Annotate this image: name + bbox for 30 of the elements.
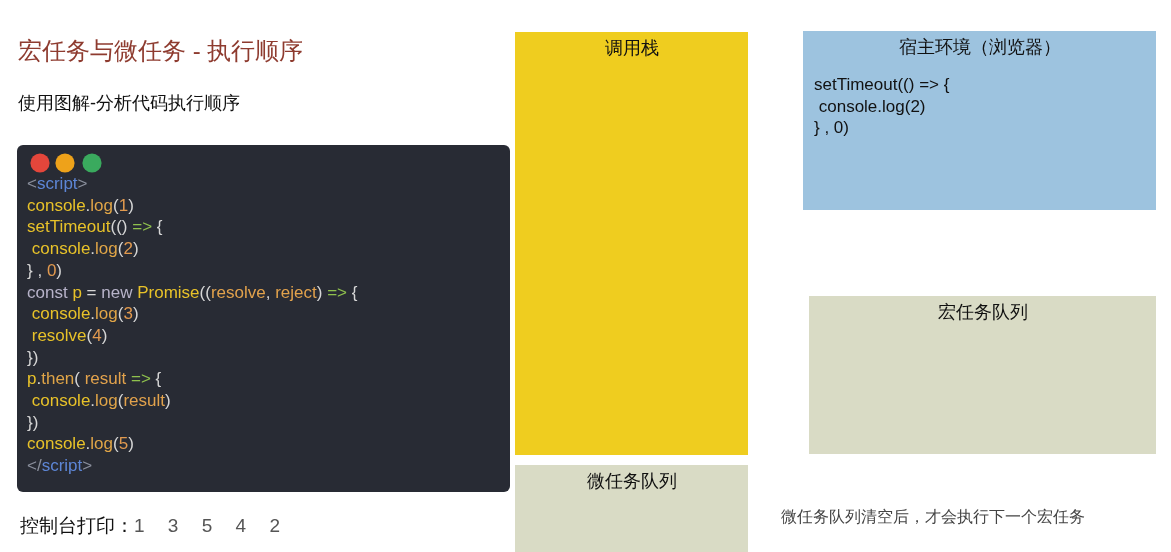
code-line: console.log(1)	[27, 194, 134, 217]
code-window	[17, 145, 510, 492]
code-line: const p = new Promise((resolve, reject) => {	[27, 281, 358, 304]
code-line: })	[27, 346, 39, 369]
code-line: setTimeout(() => {	[27, 216, 163, 239]
code-line: setTimeout(() => {	[814, 74, 950, 96]
note: 微任务队列清空后，才会执行下一个宏任务	[781, 507, 1085, 527]
code-line: </script>	[27, 455, 93, 477]
code-line: resolve(4)	[30, 324, 108, 347]
panel-title: 宏任务队列	[937, 301, 1028, 324]
panel-title: 调用栈	[604, 37, 659, 60]
code-line: console.log(2)	[817, 95, 926, 118]
code-line: } , 0)	[27, 259, 63, 282]
code-line: console.log(2)	[30, 238, 139, 260]
console-output-text: 控制台打印：1 3 5 4 2	[20, 514, 280, 538]
panel	[803, 31, 1156, 210]
code-line: console.log(result)	[30, 390, 171, 412]
code-line: p.then( result => {	[27, 368, 162, 391]
code-line: })	[27, 411, 39, 434]
code-line: } , 0)	[814, 117, 849, 140]
code-line: console.log(3)	[30, 303, 139, 325]
panel	[809, 296, 1156, 454]
panel	[515, 32, 748, 455]
title: 宏任务与微任务 - 执行顺序	[18, 37, 304, 65]
panel	[515, 465, 748, 552]
subtitle: 使用图解-分析代码执行顺序	[18, 92, 240, 115]
panel-title: 微任务队列	[586, 470, 677, 493]
code-line: console.log(5)	[27, 433, 134, 456]
panel-title: 宿主环境（浏览器）	[898, 36, 1061, 59]
code-line: <script>	[27, 173, 88, 195]
